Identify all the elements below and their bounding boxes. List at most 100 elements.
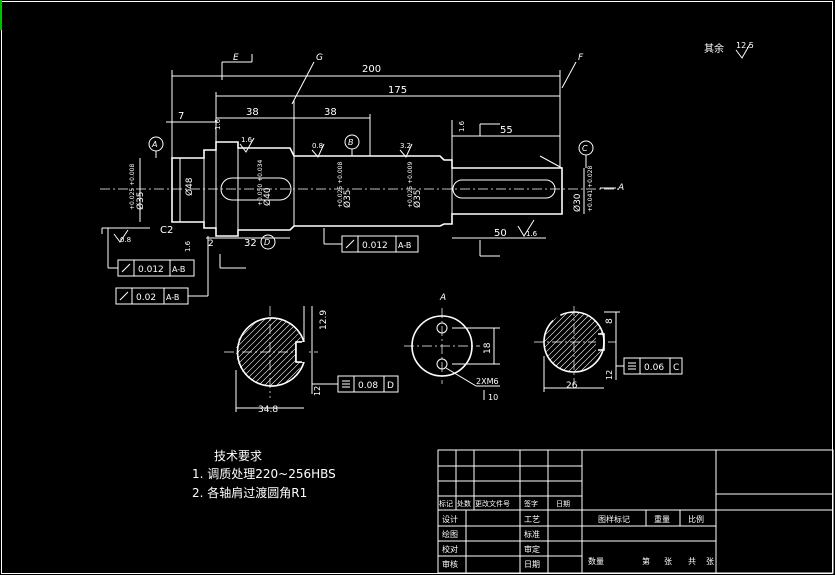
dim-phi35-right: Ø35 — [412, 189, 423, 208]
dimensions-bottom: C2 32 2 50 — [101, 225, 546, 249]
view-a-label: A — [439, 293, 446, 303]
hatch-line — [573, 312, 604, 372]
tb-mid-0: 工艺 — [524, 515, 540, 524]
hatch-line — [555, 312, 604, 372]
sym1-value: 0.08 — [358, 381, 378, 391]
hatch-line — [561, 312, 604, 372]
end-mark — [539, 155, 563, 169]
dim-phi35-left-tol: +0.025 +0.008 — [129, 164, 136, 210]
ra-1.6-e: 1.6 — [458, 120, 466, 132]
note-2: 2. 各轴肩过渡圆角R1 — [192, 485, 307, 500]
tb-sheet-1: 第 — [642, 556, 650, 566]
runout1-ref: A-B — [398, 241, 411, 250]
dimensions-top: 200 175 38 38 7 55 — [166, 64, 561, 168]
tolerance-frame-3: 0.02 A-B — [115, 236, 209, 305]
tb-sheet-4: 张 — [706, 557, 714, 566]
dim-phi35-right-tol: +0.025 +0.009 — [407, 162, 414, 208]
datum-c: C — [582, 144, 588, 153]
ra-0.8-b: 0.8 — [120, 236, 131, 244]
dim-phi40-tol: +0.050 +0.034 — [257, 160, 264, 206]
tb-header-4: 日期 — [556, 500, 570, 508]
hatch-line — [544, 312, 569, 372]
ra-1.6-c: 1.6 — [214, 118, 222, 130]
ra-0.8-a: 0.8 — [312, 142, 323, 150]
dim-phi48: Ø48 — [184, 177, 195, 196]
hatch-line — [236, 318, 267, 386]
dim-7: 7 — [178, 111, 184, 122]
dim-phi30-tol: +0.041 +0.028 — [587, 166, 594, 212]
hatch-line — [236, 318, 261, 386]
sec1-dim-12.9: 12.9 — [319, 310, 329, 330]
keyway-left — [220, 177, 292, 201]
tb-mid-2: 审定 — [524, 544, 540, 554]
runout3-value: 0.02 — [136, 293, 156, 303]
note-1: 1. 调质处理220~256HBS — [192, 467, 336, 481]
keyway-right — [452, 179, 556, 199]
tb-sheet-0: 数量 — [588, 556, 604, 566]
roughness-rest-value: 12.5 — [736, 41, 754, 50]
technical-notes: 技术要求 1. 调质处理220~256HBS 2. 各轴肩过渡圆角R1 — [192, 449, 336, 500]
datum-markers: A B C D A — [148, 134, 624, 250]
dim-phi35-mid: Ø35 — [342, 189, 353, 208]
dim-55: 55 — [500, 125, 513, 136]
sym1-ref: D — [387, 381, 394, 391]
sym2-ref: C — [673, 363, 679, 373]
tb-sheet-3: 共 — [688, 557, 696, 566]
section-markers: E G F — [219, 53, 584, 269]
tb-left-3: 审核 — [442, 559, 458, 569]
tb-header-2: 更改文件号 — [475, 499, 510, 508]
ra-1.6-a: 1.6 — [241, 136, 253, 144]
hatch-line — [251, 318, 304, 386]
dim-c2: C2 — [160, 225, 173, 236]
tolerance-frame-2: 0.012 A-B — [107, 228, 195, 277]
runout2-value: 0.012 — [138, 265, 164, 275]
dim-175: 175 — [388, 85, 407, 96]
roughness-symbols: 1.6 0.8 3.2 0.8 1.6 1.6 1.6 1.6 — [113, 118, 538, 252]
tb-info-1: 重量 — [654, 514, 670, 524]
sym2-value: 0.06 — [644, 363, 664, 373]
tb-mid-3: 日期 — [524, 560, 540, 569]
tolerance-frame-1: 0.012 A-B — [323, 228, 419, 253]
sec3-dim-12: 12 — [605, 370, 614, 380]
hatch-line — [281, 318, 304, 386]
datum-d: D — [264, 238, 270, 247]
section-g-label: G — [316, 53, 323, 63]
datum-a: A — [151, 140, 157, 149]
roughness-rest-label: 其余 — [704, 42, 724, 55]
dim-32: 32 — [244, 238, 257, 249]
tb-left-2: 校对 — [442, 544, 458, 554]
sec1-dim-12: 12 — [313, 386, 322, 396]
view-a-arrow-label: A — [617, 183, 624, 193]
hatch-line — [236, 318, 285, 386]
roughness-rest-symbol — [735, 43, 751, 59]
title-block: 标记 处数 更改文件号 签字 日期 设计 绘图 校对 审核 工艺 标准 审定 日… — [437, 449, 834, 574]
tb-left-0: 设计 — [442, 514, 458, 524]
tb-left-1: 绘图 — [442, 529, 458, 539]
hatch-line — [544, 312, 587, 372]
runout2-ref: A-B — [172, 265, 185, 274]
tb-info-2: 比例 — [688, 514, 704, 524]
dim-200: 200 — [362, 64, 381, 75]
dim-phi35-mid-tol: +0.025 +0.008 — [337, 162, 344, 208]
hatch-line — [236, 318, 279, 386]
tb-sheet-2: 张 — [664, 557, 672, 566]
hatch-line — [544, 312, 604, 372]
hatch-line — [257, 318, 304, 386]
dim-50: 50 — [494, 228, 507, 239]
hatch-line — [544, 312, 581, 372]
tb-header-3: 签字 — [524, 499, 538, 508]
dim-38-left: 38 — [246, 107, 259, 118]
tb-mid-1: 标准 — [524, 529, 540, 539]
tb-header-0: 标记 — [439, 499, 453, 508]
dim-2: 2 — [208, 239, 214, 249]
dim-phi40: Ø40 — [262, 187, 273, 206]
ra-1.6-d: 1.6 — [184, 240, 192, 252]
section-view-1: 12.9 12 34.8 0.08 D — [224, 306, 399, 415]
hatch-line — [579, 312, 604, 372]
hatch-line — [275, 318, 304, 386]
dim-38-right: 38 — [324, 107, 337, 118]
sec2-dim-18: 18 — [483, 342, 493, 354]
dim-phi30: Ø30 — [572, 193, 583, 212]
dim-phi35-left: Ø35 — [135, 191, 146, 210]
